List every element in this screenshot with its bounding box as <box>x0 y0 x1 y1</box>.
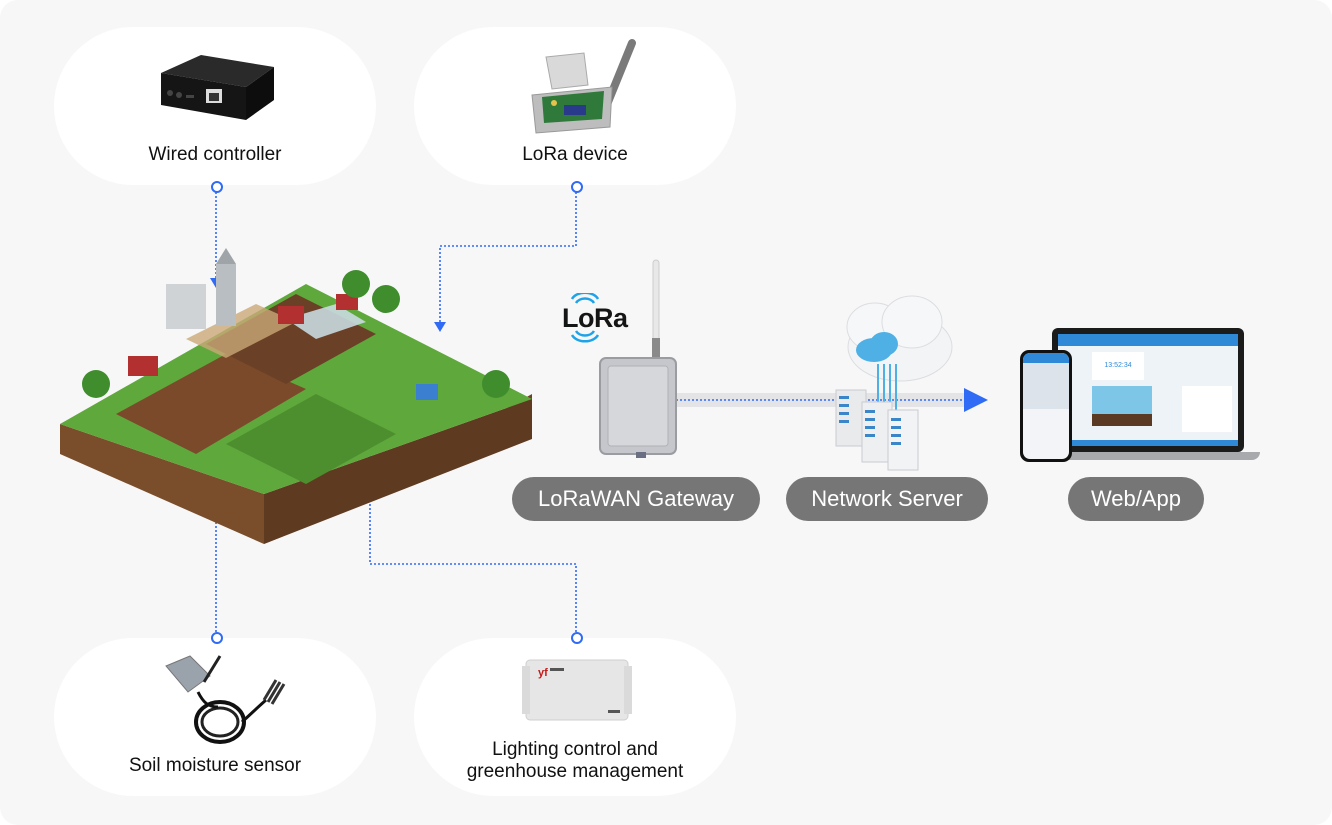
isometric-smart-farm-icon <box>60 248 532 544</box>
lorawan-gateway-pill: LoRaWAN Gateway <box>512 477 760 521</box>
lighting-connector-dot <box>571 632 583 644</box>
dashboard-clock-widget: 13:52:34 <box>1092 352 1144 380</box>
lighting-label-line2: greenhouse management <box>466 761 684 782</box>
dashboard-footer-bar <box>1058 440 1238 446</box>
phone-map <box>1023 363 1069 409</box>
connector-lora-device <box>439 192 577 322</box>
lora-device-card: LoRa device <box>414 27 736 185</box>
web-app-pill: Web/App <box>1068 477 1204 521</box>
soil-sensor-card: Soil moisture sensor <box>54 638 376 796</box>
svg-text:yf: yf <box>538 667 548 679</box>
lorawan-gateway-icon <box>599 259 677 458</box>
phone-screen <box>1023 353 1069 459</box>
soil-sensor-label: Soil moisture sensor <box>128 755 302 776</box>
lora-logo: LoRa <box>560 293 640 343</box>
wired-controller-label: Wired controller <box>148 144 282 165</box>
lora-device-label: LoRa device <box>522 144 628 165</box>
wired-controller-box-icon <box>161 55 274 120</box>
lighting-card: yf Lighting control and greenhouse manag… <box>414 638 736 796</box>
wired-controller-connector-dot <box>211 181 223 193</box>
dashboard-farm-scene <box>1092 386 1152 426</box>
lora-logo-text: LoRa <box>562 303 628 333</box>
laptop-base <box>1044 452 1260 460</box>
arrow-right-webapp <box>964 388 988 412</box>
dashboard-chart-widget <box>1182 386 1232 432</box>
arrow-down-lora <box>434 322 446 332</box>
lora-device-connector-dot <box>571 181 583 193</box>
network-server-cloud-icon <box>835 295 953 471</box>
laptop-screen: 13:52:34 <box>1058 334 1238 446</box>
network-server-pill: Network Server <box>786 477 988 521</box>
control-box-icon: yf <box>522 659 632 721</box>
dashboard-clock: 13:52:34 <box>1104 362 1132 369</box>
dashboard-header-bar <box>1058 334 1238 346</box>
laptop-dashboard: 13:52:34 <box>1052 328 1244 452</box>
lighting-label-line1: Lighting control and <box>492 739 658 760</box>
lora-enclosure-antenna-icon <box>531 39 636 134</box>
phone-app <box>1020 350 1072 462</box>
soil-sensor-connector-dot <box>211 632 223 644</box>
wired-controller-card: Wired controller <box>54 27 376 185</box>
lora-signal-icon <box>570 293 600 343</box>
soil-probe-icon <box>165 655 286 744</box>
